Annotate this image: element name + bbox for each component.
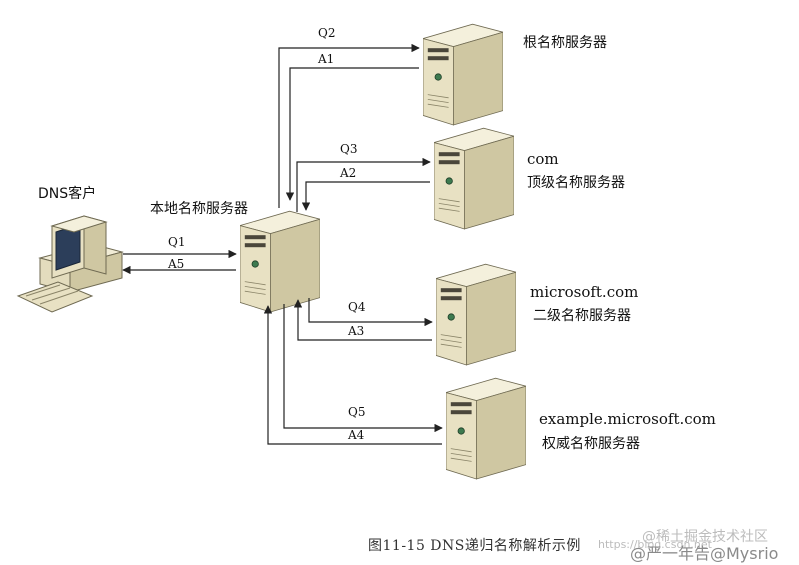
auth-server-label: 权威名称服务器 bbox=[542, 436, 640, 452]
q2-label: Q2 bbox=[318, 26, 336, 40]
local-server-label: 本地名称服务器 bbox=[150, 201, 248, 217]
local-server-icon bbox=[240, 210, 320, 313]
q4-label: Q4 bbox=[348, 300, 366, 314]
second-server-label: 二级名称服务器 bbox=[533, 308, 631, 324]
q2-arrow bbox=[278, 43, 420, 208]
root-server-icon bbox=[423, 23, 503, 126]
a5-label: A5 bbox=[168, 257, 185, 271]
q5-label: Q5 bbox=[348, 405, 366, 419]
a1-label: A1 bbox=[318, 52, 335, 66]
a3-arrow bbox=[293, 299, 432, 341]
q3-label: Q3 bbox=[340, 142, 358, 156]
q3-arrow bbox=[296, 157, 431, 212]
client-label: DNS客户 bbox=[38, 186, 97, 202]
figure-caption: 图11-15 DNS递归名称解析示例 bbox=[368, 538, 581, 554]
q1-label: Q1 bbox=[168, 235, 186, 249]
juejin-watermark: @稀土掘金技术社区 bbox=[642, 529, 768, 545]
tld-server-label: 顶级名称服务器 bbox=[527, 175, 625, 191]
client-computer-icon bbox=[16, 215, 124, 313]
a2-arrow bbox=[301, 181, 430, 211]
second-domain-label: microsoft.com bbox=[530, 283, 639, 301]
a2-label: A2 bbox=[340, 166, 357, 180]
a4-arrow bbox=[263, 305, 442, 445]
author-watermark: @严一年告@Mysrio bbox=[630, 544, 779, 563]
root-server-label: 根名称服务器 bbox=[523, 35, 607, 51]
authoritative-server-icon bbox=[446, 377, 526, 480]
auth-domain-label: example.microsoft.com bbox=[539, 410, 716, 428]
a4-label: A4 bbox=[348, 428, 365, 442]
tld-server-icon bbox=[434, 127, 514, 230]
q5-arrow bbox=[283, 304, 443, 433]
second-level-server-icon bbox=[436, 263, 516, 366]
a3-label: A3 bbox=[348, 324, 365, 338]
tld-domain-label: com bbox=[527, 150, 559, 168]
a1-arrow bbox=[285, 67, 419, 201]
q4-arrow bbox=[308, 298, 433, 327]
csdn-watermark: https://blog.csdn.net bbox=[598, 538, 712, 551]
